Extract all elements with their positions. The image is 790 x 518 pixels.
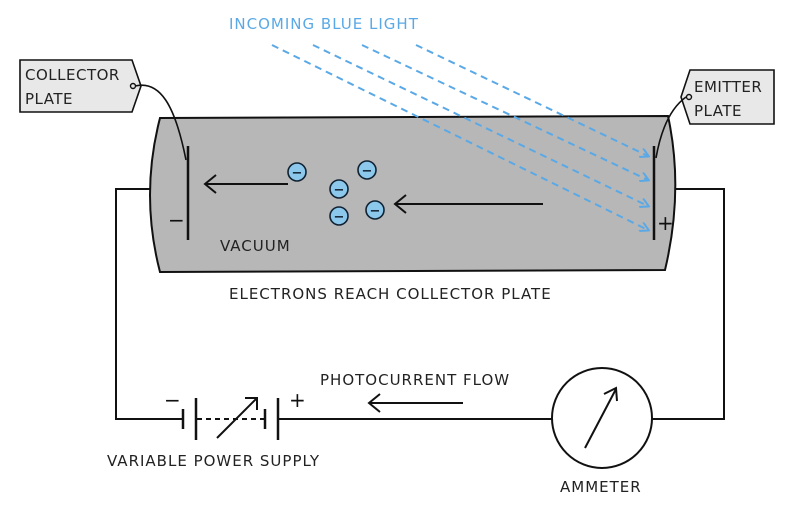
emitter-plate-tag: EMITTER PLATE (655, 69, 775, 159)
svg-text:COLLECTOR: COLLECTOR (25, 66, 120, 84)
photocurrent-arrow (367, 393, 463, 413)
tag-hole-icon (685, 93, 693, 101)
ammeter-needle-icon (584, 388, 617, 449)
ammeter (551, 367, 653, 469)
svg-text:−: − (362, 164, 373, 179)
light-ray (312, 44, 648, 206)
emitter-plus-sign: + (657, 211, 674, 235)
svg-text:−: − (334, 210, 345, 225)
vacuum-label: VACUUM (220, 237, 291, 255)
electrons-reach-label: ELECTRONS REACH COLLECTOR PLATE (229, 285, 552, 303)
electron: − (287, 162, 307, 182)
incoming-blue-light-label: INCOMING BLUE LIGHT (229, 15, 419, 33)
light-ray (415, 44, 648, 156)
electrons: − − − − − (287, 160, 385, 226)
light-ray (361, 44, 648, 180)
ammeter-needle-head-icon (603, 386, 618, 402)
battery-plus-sign: + (289, 388, 306, 412)
tag-string (655, 96, 687, 159)
svg-text:EMITTER: EMITTER (694, 78, 762, 96)
photocurrent-flow-label: PHOTOCURRENT FLOW (320, 371, 510, 389)
right-wire (652, 188, 725, 420)
svg-text:PLATE: PLATE (25, 90, 73, 108)
electron: − (357, 160, 377, 180)
light-ray (271, 44, 648, 230)
collector-minus-sign: − (168, 208, 185, 232)
svg-text:PLATE: PLATE (694, 102, 742, 120)
ammeter-dial (551, 367, 653, 469)
collector-plate-tag: COLLECTOR PLATE (19, 59, 187, 161)
tag-string (134, 84, 187, 161)
ammeter-label: AMMETER (560, 478, 642, 496)
electron: − (329, 206, 349, 226)
arrow-head-icon (203, 174, 217, 194)
variable-power-supply (181, 397, 280, 440)
electron: − (329, 179, 349, 199)
variable-arrow-icon (216, 398, 257, 439)
svg-text:−: − (292, 166, 303, 181)
light-rays (271, 44, 648, 230)
svg-text:−: − (334, 183, 345, 198)
variable-power-supply-label: VARIABLE POWER SUPPLY (107, 452, 320, 470)
arrow-head-icon (393, 194, 407, 214)
variable-arrow-head-icon (245, 397, 258, 410)
electron: − (365, 200, 385, 220)
electron-arrows (203, 174, 543, 214)
arrow-head-icon (367, 393, 381, 413)
battery-minus-sign: − (164, 388, 181, 412)
svg-text:−: − (370, 204, 381, 219)
